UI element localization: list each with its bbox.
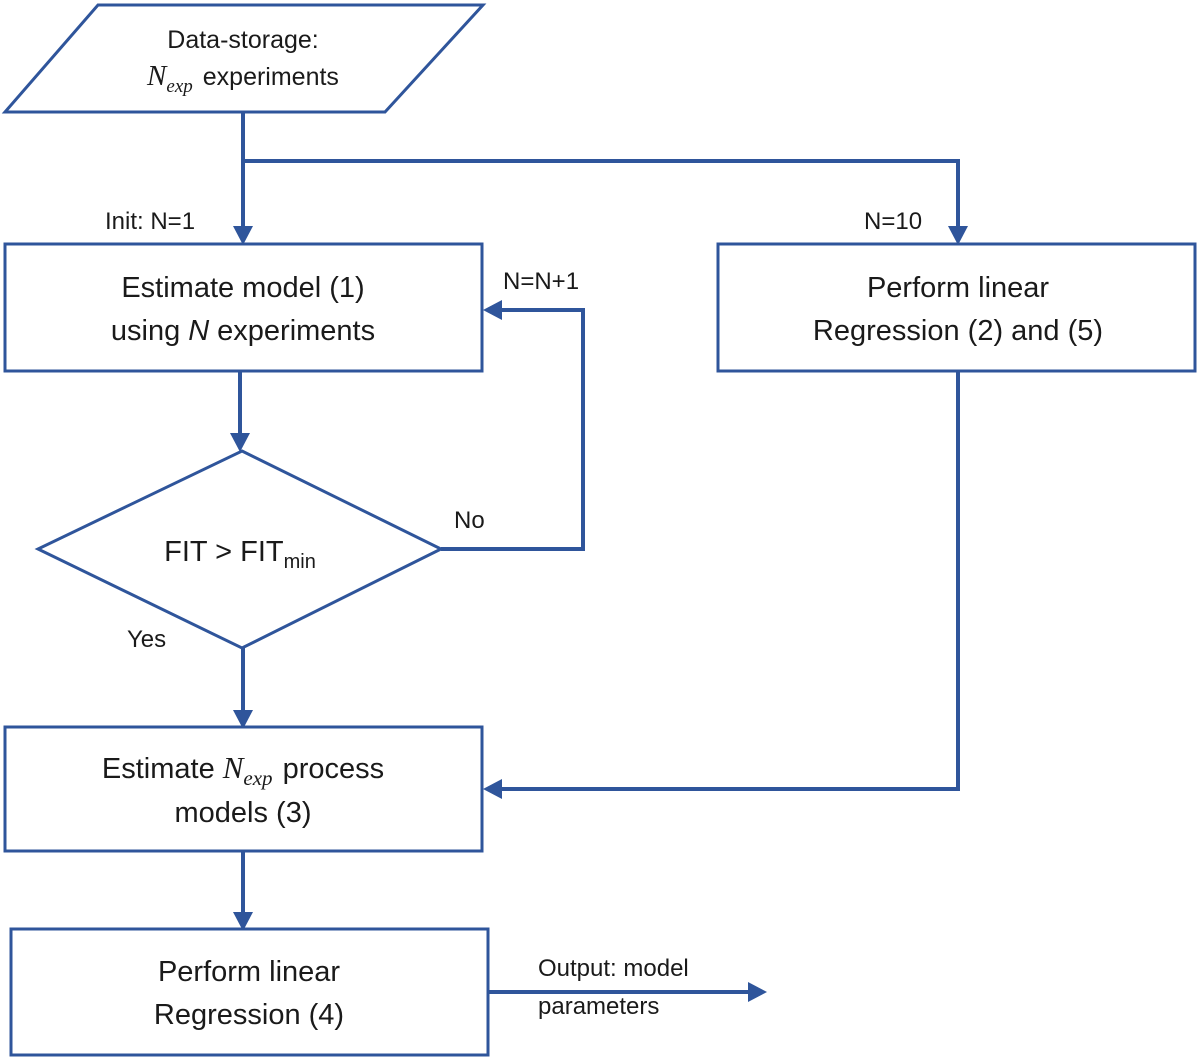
label-yes: Yes xyxy=(127,626,166,653)
arrowheads xyxy=(230,226,968,1002)
linear-regression-2-5-line2: Regression (2) and (5) xyxy=(813,315,1103,347)
arrowhead-left-icon xyxy=(483,779,502,799)
linear-regression-4-line1: Perform linear xyxy=(158,956,340,988)
edge-storage-to-linear-regression xyxy=(243,159,960,226)
edge-fit-no-loop xyxy=(441,308,585,551)
connectors xyxy=(238,112,960,994)
estimate-model-line1: Estimate model (1) xyxy=(121,272,364,304)
arrowhead-down-icon xyxy=(948,226,968,245)
arrowhead-down-icon xyxy=(230,433,250,452)
linear-regression-2-5-line1: Perform linear xyxy=(867,272,1049,304)
label-output-line2: parameters xyxy=(538,993,659,1020)
edge-linear-regression-to-estimate-process xyxy=(502,370,960,791)
estimate-process-line2: models (3) xyxy=(175,797,312,829)
label-n10: N=10 xyxy=(864,208,922,235)
data-storage-title: Data-storage: xyxy=(167,26,318,54)
label-init: Init: N=1 xyxy=(105,208,195,235)
edge-labels: Init: N=1 N=10 N=N+1 No Yes Output: mode… xyxy=(105,208,922,1020)
label-increment: N=N+1 xyxy=(503,268,579,295)
fit-decision-condition: FIT > FITmin xyxy=(164,536,316,573)
arrowhead-down-icon xyxy=(233,710,253,729)
arrowhead-down-icon xyxy=(233,226,253,245)
linear-regression-4-line2: Regression (4) xyxy=(154,999,344,1031)
label-no: No xyxy=(454,507,485,534)
node-fit-decision: FIT > FITmin xyxy=(34,449,445,650)
arrowhead-right-icon xyxy=(748,982,767,1002)
node-linear-regression-2-5: Perform linear Regression (2) and (5) xyxy=(716,242,1197,373)
node-linear-regression-4: Perform linear Regression (4) xyxy=(9,927,490,1057)
arrowhead-left-icon xyxy=(483,300,502,320)
label-output-line1: Output: model xyxy=(538,955,689,982)
arrowhead-down-icon xyxy=(233,912,253,931)
